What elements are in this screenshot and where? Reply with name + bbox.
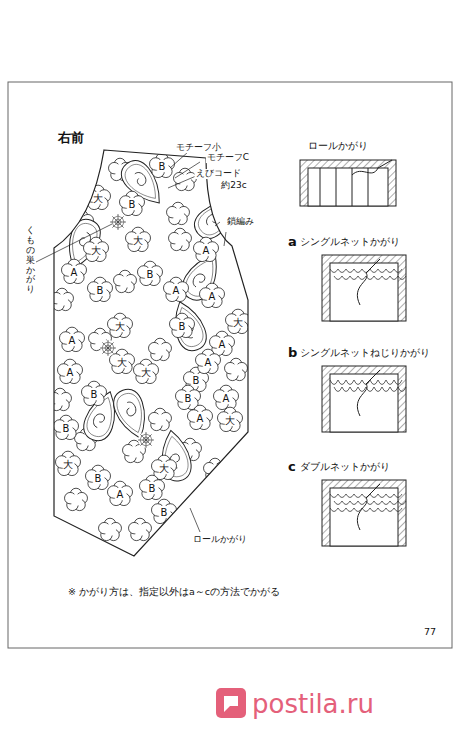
motif-letter: 大 [133,235,143,246]
label: 鎖編み [226,217,255,227]
motif-letter: A [209,291,216,302]
motif-letter: A [219,339,226,350]
motif-letter: A [197,413,204,424]
leader-lines [36,152,226,532]
motif-letter: B [161,507,168,518]
motif-letter: B [147,269,154,280]
motif-letter: A [203,245,210,256]
motif-letter: 大 [91,245,101,256]
label: 77 [424,627,436,637]
motif-letter: B [159,161,166,172]
motif-letter: B [179,321,186,332]
watermark: postila.ru [252,690,374,719]
motif-letter: B [97,285,104,296]
part-title: 右前 [58,131,84,145]
motif-letter: 大 [233,317,243,328]
motif-letter: 大 [117,357,127,368]
motif-letter: A [71,267,78,278]
motif-letter: 大 [115,321,125,332]
motif-letter: B [91,389,98,400]
motif-letter: 大 [159,463,169,474]
label: モチーフC [206,153,250,163]
label: c [288,460,296,474]
motif-field [49,153,251,540]
motif-letter: B [129,199,136,210]
motif-letter: 大 [141,367,151,378]
label: ダブルネットかがり [300,462,390,472]
label: b [288,346,297,360]
label: 約23c [220,181,247,191]
label: ※ かがり方は、指定以外はa～cの方法でかがる [68,587,280,597]
watermark-logo [216,688,246,718]
label: シングルネットねじりかがり [300,348,430,358]
garment-outline [54,150,248,556]
motif-letter: B [185,393,192,404]
motif-letter: A [117,489,124,500]
motif-letter: B [63,423,70,434]
motif-letter: A [173,285,180,296]
motif-letter: 大 [93,193,103,204]
label: ロールかがり [192,535,248,545]
motif-letter: A [67,367,74,378]
motif-letter: 大 [225,415,235,426]
label: a [288,235,297,249]
motif-letter: B [95,473,102,484]
page-frame [8,82,452,648]
label: モチーフ小 [175,143,222,153]
motif-letter: A [223,393,230,404]
motif-letter: 大 [63,459,73,470]
motif-letter: A [205,357,212,368]
label: えびコード [195,169,242,179]
motif-letter: B [193,375,200,386]
label: ロールかがり [308,141,368,151]
motif-letter: A [69,335,76,346]
label: シングルネットかがり [300,237,400,247]
motif-letter: B [149,483,156,494]
label: くもの巣かがり [26,226,35,295]
